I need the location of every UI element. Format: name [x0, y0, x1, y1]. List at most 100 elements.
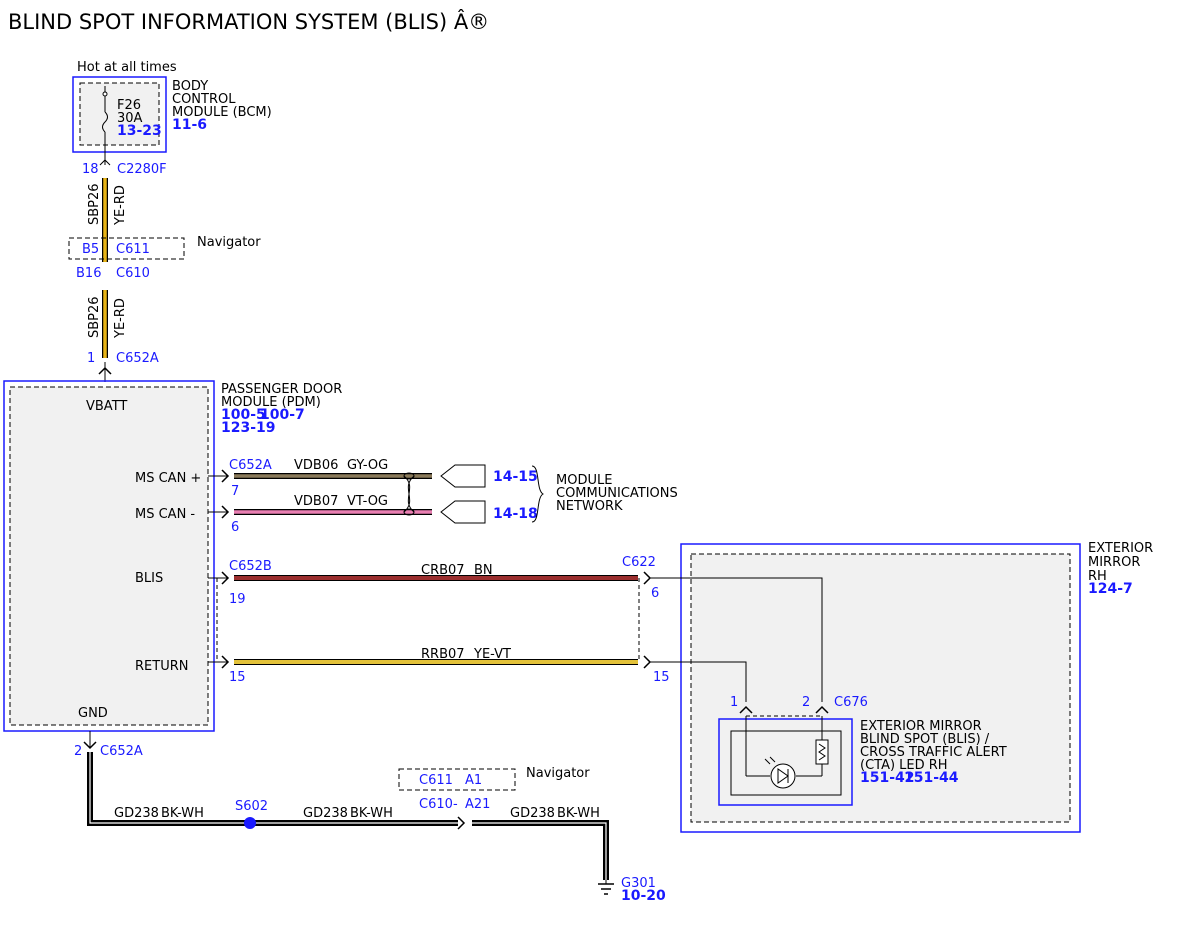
network-line-2: COMMUNICATIONS [556, 486, 678, 501]
pdm-module-box [3, 380, 215, 732]
can-plus-pin: 7 [231, 484, 239, 499]
hot-at-all-times-label: Hot at all times [77, 60, 177, 75]
diagram-title: BLIND SPOT INFORMATION SYSTEM (BLIS) Â® [8, 9, 489, 34]
bcm-name-line-1: BODY [172, 79, 208, 94]
mirror-name-line-2: MIRROR [1088, 555, 1140, 570]
can-minus-color: VT-OG [347, 494, 388, 509]
pdm-pin-1: 1 [87, 351, 95, 366]
fuse-ref-link[interactable]: 13-23 [117, 123, 162, 139]
mirror-module-box [680, 543, 1081, 833]
wire-gnd-3-stripe [472, 822, 607, 880]
network-line-3: NETWORK [556, 499, 623, 514]
can-plus-ref-link[interactable]: 14-15 [493, 469, 538, 485]
can-plus-offpage-icon [440, 464, 486, 488]
c676-connector: C676 [834, 695, 868, 710]
bcm-pin: 18 [82, 162, 99, 177]
blis-connector-icon [221, 571, 230, 585]
gnd-inline-pin: A21 [465, 797, 490, 812]
c622-connector: C622 [622, 555, 656, 570]
gnd-connector-icon [83, 741, 97, 750]
can-minus-connector-icon [221, 505, 230, 519]
gnd-inline-icon [457, 816, 466, 830]
pdm-name-line-1: PASSENGER DOOR [221, 382, 342, 397]
twisted-pair-end-bottom [403, 508, 415, 516]
return-circuit: RRB07 [421, 647, 465, 662]
wire-upper-circuit: SBP26 [87, 183, 102, 225]
pdm-ref-3-link[interactable]: 123-19 [221, 420, 276, 436]
can-plus-color: GY-OG [347, 458, 388, 473]
bcm-inner-box [79, 82, 160, 146]
fuse-id: F26 [117, 98, 141, 113]
gnd-connector: C652A [100, 744, 143, 759]
pdm-gnd: GND [78, 706, 108, 721]
gnd-wire-2-circuit: GD238 [303, 806, 348, 821]
wire-gnd-3[interactable] [472, 820, 609, 880]
fuse-amps: 30A [117, 111, 143, 126]
wire-gnd-1-stripe [89, 752, 458, 824]
inline-pin-a: B5 [82, 242, 99, 257]
c676-pin-2: 2 [802, 695, 810, 710]
blis-pin: 19 [229, 592, 246, 607]
can-minus-ref-link[interactable]: 14-18 [493, 506, 538, 522]
gnd-inline-conn: C610 [419, 797, 453, 812]
wire-upper-color: YE-RD [113, 185, 128, 226]
led-name-line-1: EXTERIOR MIRROR [860, 719, 982, 734]
pdm-ms-can-minus: MS CAN - [135, 507, 195, 522]
can-plus-circuit: VDB06 [294, 458, 338, 473]
c622-pin-15: 15 [653, 670, 670, 685]
can-minus-pin: 6 [231, 520, 239, 535]
splice-label: S602 [235, 799, 268, 814]
fuse-icon [102, 111, 108, 133]
pdm-blis: BLIS [135, 571, 163, 586]
gnd-wire-2-color: BK-WH [350, 806, 393, 821]
network-brace [531, 465, 545, 523]
pdm-return: RETURN [135, 659, 188, 674]
led-light-ray-1 [764, 758, 771, 765]
mirror-name-line-1: EXTERIOR [1088, 541, 1153, 556]
twisted-pair-icon-b [403, 475, 415, 513]
inline-conn-b: C610 [116, 266, 150, 281]
pdm-inner-box [9, 386, 209, 726]
fuse-terminal [102, 91, 108, 97]
gnd-nav-connector-box [398, 768, 516, 791]
gnd-pin: 2 [74, 744, 82, 759]
splice-icon [244, 817, 256, 829]
led-component-box [718, 718, 853, 806]
led-ref-1-link[interactable]: 151-42 [860, 770, 915, 786]
bcm-connector: C2280F [117, 162, 167, 177]
can-connector: C652A [229, 458, 272, 473]
gnd-wire-3-color: BK-WH [557, 806, 600, 821]
bcm-module-box [72, 76, 167, 153]
blis-color: BN [474, 563, 493, 578]
blis-connector: C652B [229, 559, 272, 574]
bcm-ref-link[interactable]: 11-6 [172, 117, 207, 133]
led-name-line-3: CROSS TRAFFIC ALERT [860, 745, 1007, 760]
led-name-line-4: (CTA) LED RH [860, 758, 948, 773]
wire-lower-color: YE-RD [113, 298, 128, 339]
can-plus-connector-icon [221, 469, 230, 483]
c676-pin1-icon [739, 705, 753, 714]
return-pin: 15 [229, 670, 246, 685]
gnd-inline-dash: - [453, 797, 458, 812]
bcm-connector-icon [99, 159, 111, 166]
mirror-ref-link[interactable]: 124-7 [1088, 581, 1133, 597]
led-light-ray-2 [769, 756, 776, 763]
c676-pin-1: 1 [730, 695, 738, 710]
led-ref-2-link[interactable]: 151-44 [904, 770, 959, 786]
network-line-1: MODULE [556, 473, 612, 488]
inline-connector-box [68, 237, 185, 260]
inline-pin-b: B16 [76, 266, 101, 281]
pdm-ref-1-link[interactable]: 100-5 [221, 407, 266, 423]
gnd-nav-conn: C611 [419, 773, 453, 788]
ground-ref-link[interactable]: 10-20 [621, 888, 666, 904]
gnd-wire-1-color: BK-WH [161, 806, 204, 821]
mirror-blis-feed [650, 577, 823, 702]
ground-point-label: G301 [621, 876, 656, 891]
c622-return-icon [643, 655, 652, 669]
pdm-ref-2-link[interactable]: 100-7 [260, 407, 305, 423]
pdm-connector-icon [98, 366, 112, 375]
gnd-nav-pin: A1 [465, 773, 482, 788]
pdm-connector-top: C652A [116, 351, 159, 366]
c622-pin-6: 6 [651, 586, 659, 601]
